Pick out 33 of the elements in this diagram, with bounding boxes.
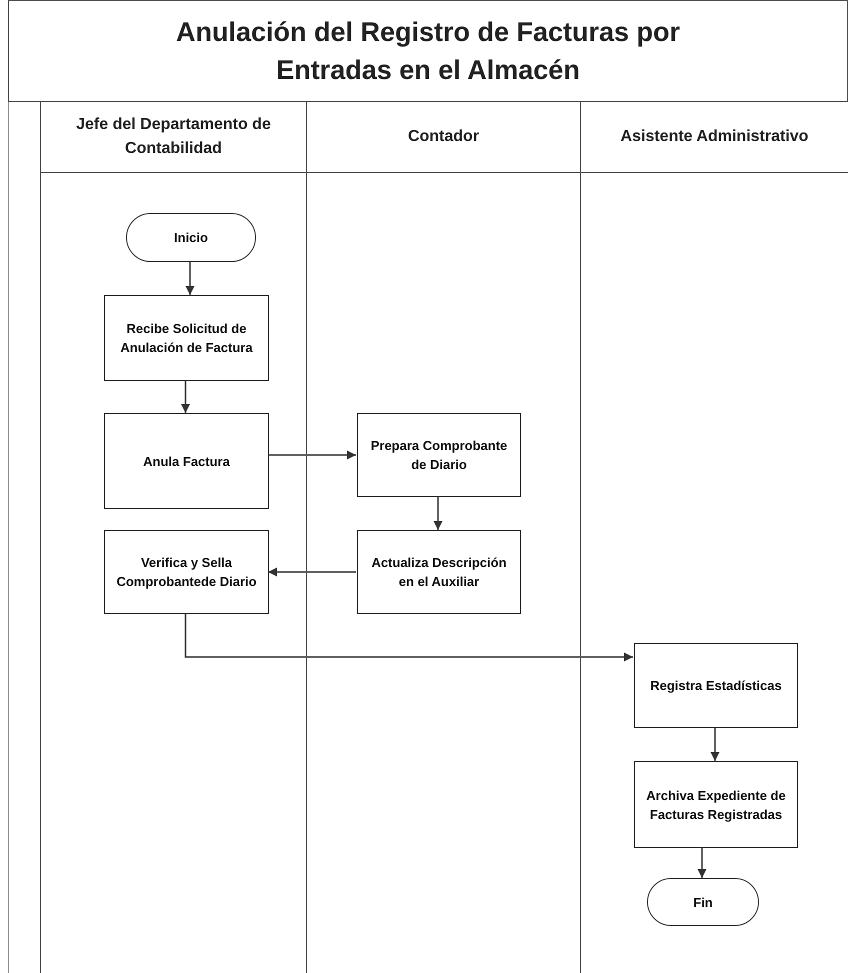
node-label: Recibe Solicitud de Anulación de Factura — [119, 320, 254, 357]
node-label: Fin — [693, 894, 713, 912]
node-label: Actualiza Descripción en el Auxiliar — [370, 554, 508, 591]
lane-title: Asistente Administrativo — [620, 127, 808, 147]
node-label: Registra Estadísticas — [650, 677, 782, 695]
node-label: Anula Factura — [143, 452, 230, 470]
arrow — [268, 450, 356, 460]
arrow — [184, 614, 633, 662]
swimlane — [306, 102, 580, 973]
node-label: Prepara Comprobante de Diario — [370, 437, 508, 474]
arrow — [186, 262, 194, 295]
process-box — [104, 530, 269, 614]
process-box — [104, 413, 269, 509]
node-label: Verifica y Sella Comprobantede Diario — [115, 554, 258, 591]
diagram-title: Anulación del Registro de Facturas por Entradas en el Almacén — [174, 16, 682, 87]
lane-title: Contador — [408, 127, 480, 147]
process-box — [357, 413, 521, 497]
node-label: Archiva Expediente de Facturas Registradas — [645, 786, 787, 824]
process-box — [634, 761, 798, 848]
terminal-shape — [126, 213, 256, 262]
arrow — [698, 848, 706, 878]
swimlane — [40, 102, 306, 973]
terminal-shape — [647, 878, 759, 926]
swimlane — [580, 102, 848, 973]
lane-title: Jefe del Departamento de Contabilidad — [75, 115, 272, 159]
arrow — [710, 728, 720, 761]
process-box — [357, 530, 521, 614]
arrow — [181, 381, 190, 413]
node-label: Inicio — [174, 229, 208, 247]
process-box — [104, 295, 269, 381]
arrow — [268, 568, 356, 576]
arrow — [434, 497, 442, 530]
process-box — [634, 643, 798, 728]
